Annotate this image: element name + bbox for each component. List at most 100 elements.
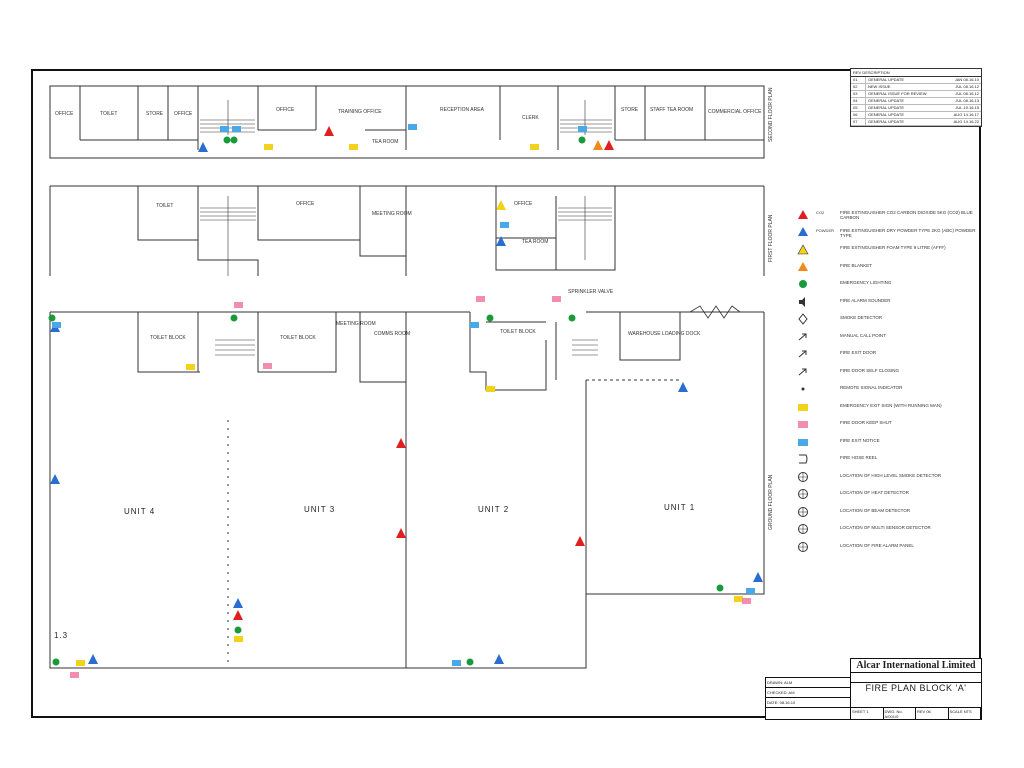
diamond-icon — [796, 313, 810, 325]
legend-text: LOCATION OF MULTI SENSOR DETECTOR — [840, 525, 931, 530]
checked-by: CHECKED: AM — [766, 688, 851, 697]
revision-desc: GENERAL UPDATE — [868, 119, 905, 124]
room-label: TOILET BLOCK — [280, 335, 316, 341]
revision-rev: 06 — [851, 112, 866, 118]
triangle-yellow-icon — [796, 243, 810, 255]
emergency-light-icon — [466, 658, 474, 666]
room-label: OFFICE — [174, 111, 193, 117]
legend-text: FIRE EXIT DOOR — [840, 350, 877, 355]
room-label: CLERK — [522, 115, 539, 121]
extinguisher-co2-icon — [575, 536, 585, 546]
box-yellow-icon — [796, 401, 810, 413]
extinguisher-powder-icon — [496, 236, 506, 246]
fire-door-keep-shut-icon — [263, 363, 272, 369]
sheet-number: SHEET 1 — [851, 708, 884, 719]
room-label: TEA ROOM — [522, 239, 549, 245]
extinguisher-powder-icon — [50, 474, 60, 484]
fire-blanket-icon — [593, 140, 603, 150]
circle-cross-icon — [796, 541, 810, 553]
legend-item: FIRE EXIT NOTICE — [796, 436, 981, 450]
emergency-light-icon — [716, 584, 724, 592]
triangle-red-icon — [796, 208, 810, 220]
room-label: TOILET BLOCK — [500, 329, 536, 335]
revision-desc: GENERAL UPDATE — [868, 98, 905, 103]
speaker-icon — [796, 296, 810, 308]
room-label: STAFF TEA ROOM — [650, 107, 694, 113]
room-label: TRAINING OFFICE — [338, 109, 382, 115]
room-label: STORE — [621, 107, 639, 113]
legend-text: EMERGENCY EXIT SIGN (WITH RUNNING MAN) — [840, 402, 942, 408]
circle-cross-icon — [796, 471, 810, 483]
dot-icon — [796, 383, 810, 395]
legend-item: FIRE DOOR KEEP SHUT — [796, 418, 981, 432]
fire-door-keep-shut-icon — [742, 598, 751, 604]
extinguisher-powder-icon — [753, 572, 763, 582]
exit-sign-icon — [734, 596, 743, 602]
revision-rev: 04 — [851, 98, 866, 104]
legend-text: LOCATION OF HEAT DETECTOR — [840, 490, 909, 495]
triangle-orange-icon — [796, 261, 810, 273]
room-label: TOILET BLOCK — [150, 335, 186, 341]
emergency-light-icon — [230, 136, 238, 144]
revision-date: AUG 14.16.17 — [953, 112, 979, 117]
legend-item: LOCATION OF BEAM DETECTOR — [796, 506, 981, 520]
title-block: Alcar International Limited FIRE PLAN BL… — [850, 658, 982, 720]
exit-sign-icon — [76, 660, 85, 666]
room-label: TEA ROOM — [372, 139, 399, 145]
fire-exit-notice-icon — [578, 126, 587, 132]
room-label: OFFICE — [514, 201, 533, 207]
room-label: MEETING ROOM — [372, 211, 412, 217]
drawing-title: FIRE PLAN BLOCK 'A' — [865, 683, 967, 693]
fire-door-keep-shut-icon — [476, 296, 485, 302]
fire-exit-notice-icon — [452, 660, 461, 666]
emergency-light-icon — [234, 626, 242, 634]
room-label: STORE — [146, 111, 164, 117]
emergency-light-icon — [52, 658, 60, 666]
fire-exit-notice-icon — [220, 126, 229, 132]
floor-label-ground: GROUND FLOOR PLAN — [768, 474, 774, 530]
flag-icon — [796, 453, 810, 465]
legend-text: LOCATION OF FIRE ALARM PANEL — [840, 542, 914, 548]
company-name: Alcar International Limited — [851, 659, 981, 673]
unit-label: UNIT 3 — [304, 505, 336, 514]
revision-rev: 01 — [851, 77, 866, 83]
legend-item: LOCATION OF HIGH LEVEL SMOKE DETECTOR — [796, 471, 981, 485]
legend-text: FIRE DOOR KEEP SHUT — [840, 420, 892, 425]
unit-label: UNIT 1 — [664, 503, 696, 512]
legend-abbr: POWDER — [816, 227, 834, 233]
legend-item: SMOKE DETECTOR — [796, 313, 981, 327]
drawing-info-block: DRAWN: ALM CHECKED: AM DATE: 08.16.10 — [765, 677, 852, 720]
room-label: RECEPTION AREA — [440, 107, 484, 113]
legend-item: LOCATION OF HEAT DETECTOR — [796, 488, 981, 502]
room-label: OFFICE — [296, 201, 315, 207]
arrow-icon — [796, 348, 810, 360]
drawing-number: DWG. No. A/001/0 — [884, 708, 916, 719]
drawn-by: DRAWN: ALM — [766, 678, 851, 687]
legend-item: MANUAL CALL POINT — [796, 331, 981, 345]
legend-text: FIRE EXTINGUISHER DRY POWDER TYPE 2KG (A… — [840, 227, 976, 238]
extinguisher-co2-icon — [324, 126, 334, 136]
revision-rev: 02 — [851, 84, 866, 90]
revision-date: JUL 08.16.12 — [955, 84, 979, 89]
revision-rev: 07 — [851, 119, 866, 125]
fire-exit-notice-icon — [746, 588, 755, 594]
revision-date: JUL 08.16.13 — [955, 98, 979, 103]
arrow-icon — [796, 366, 810, 378]
circle-green-icon — [796, 278, 810, 290]
legend-item: FIRE EXTINGUISHER FOAM TYPE 9 LITRE (AFF… — [796, 243, 981, 257]
emergency-light-icon — [568, 314, 576, 322]
legend-item: EMERGENCY LIGHTING — [796, 278, 981, 292]
legend-text: MANUAL CALL POINT — [840, 332, 886, 338]
legend-item: REMOTE SIGNAL INDICATOR — [796, 383, 981, 397]
legend-abbr: CO2 — [816, 210, 825, 215]
room-label: OFFICE — [55, 111, 74, 117]
emergency-light-icon — [486, 314, 494, 322]
unit-label: UNIT 4 — [124, 507, 156, 516]
legend-text: FIRE EXTINGUISHER FOAM TYPE 9 LITRE (AFF… — [840, 245, 946, 250]
legend-item: POWDER FIRE EXTINGUISHER DRY POWDER TYPE … — [796, 226, 981, 240]
